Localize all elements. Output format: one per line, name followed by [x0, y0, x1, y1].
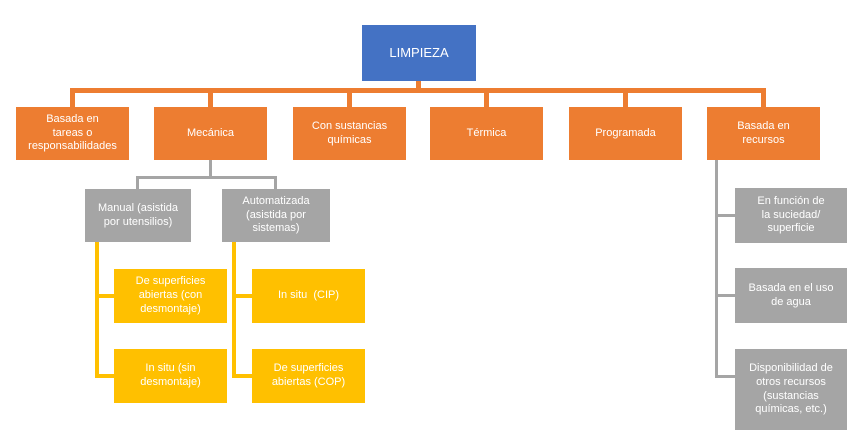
node-superficies-abiertas-cop: De superficies abiertas (COP) — [252, 349, 365, 403]
node-manual-asistida: Manual (asistida por utensilios) — [85, 189, 191, 242]
node-con-sustancias-quimicas: Con sustancias químicas — [293, 107, 406, 160]
connector-stub-sustancias — [347, 91, 352, 107]
connector-recursos-elbow-3 — [715, 375, 735, 378]
connector-mecanica-down — [209, 160, 212, 177]
connector-stub-termica — [484, 91, 489, 107]
connector-automatizada-elbow-2 — [232, 374, 252, 378]
connector-stub-recursos — [761, 91, 766, 107]
node-programada: Programada — [569, 107, 682, 160]
node-basada-en-recursos: Basada en recursos — [707, 107, 820, 160]
connector-root-stub — [416, 81, 421, 90]
node-basada-en-tareas: Basada en tareas o responsabilidades — [16, 107, 129, 160]
connector-recursos-vline — [715, 160, 718, 378]
node-disponibilidad-otros-recursos: Disponibilidad de otros recursos (sustan… — [735, 349, 847, 430]
connector-recursos-elbow-2 — [715, 294, 735, 297]
connector-manual-elbow-2 — [95, 374, 114, 378]
connector-automatizada-elbow-1 — [232, 294, 252, 298]
connector-manual-vline — [95, 242, 99, 378]
connector-automatizada-vline — [232, 242, 236, 378]
connector-level1-bus — [70, 88, 766, 93]
node-in-situ-sin-desmontaje: In situ (sin desmontaje) — [114, 349, 227, 403]
connector-automatizada-stub — [274, 176, 277, 189]
node-basada-en-uso-agua: Basada en el uso de agua — [735, 268, 847, 323]
node-automatizada: Automatizada (asistida por sistemas) — [222, 189, 330, 242]
connector-recursos-elbow-1 — [715, 214, 735, 217]
node-en-funcion-suciedad-superficie: En función de la suciedad/ superficie — [735, 188, 847, 243]
connector-stub-basada-tareas — [70, 91, 75, 107]
connector-stub-mecanica — [208, 91, 213, 107]
connector-mecanica-hbar — [136, 176, 277, 179]
node-mecanica: Mecánica — [154, 107, 267, 160]
node-limpieza: LIMPIEZA — [362, 25, 476, 81]
connector-stub-programada — [623, 91, 628, 107]
node-termica: Térmica — [430, 107, 543, 160]
node-superficies-abiertas-con-desmontaje: De superficies abiertas (con desmontaje) — [114, 269, 227, 323]
node-in-situ-cip: In situ (CIP) — [252, 269, 365, 323]
connector-manual-elbow-1 — [95, 294, 114, 298]
connector-manual-stub — [136, 176, 139, 189]
